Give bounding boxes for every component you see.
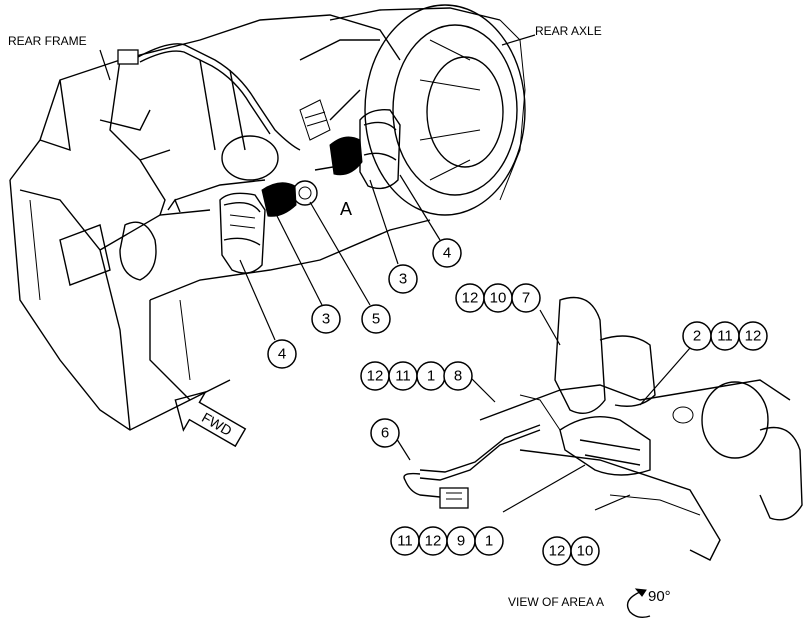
rotation-label: 90° [648,588,671,605]
callout-6: 6 [370,418,400,448]
callout-3-upper: 3 [388,264,418,294]
rotation-arrowhead [634,588,647,597]
svg-text:12: 12 [425,533,442,550]
rear-axle-drawing [299,4,526,216]
svg-text:11: 11 [717,328,733,345]
rotation-arrow-icon [626,591,651,619]
leader-lines [99,34,691,513]
detail-view-drawing [403,296,803,561]
callout-group-12-10: 12 10 [542,536,600,566]
fwd-label: FWD [199,409,235,439]
callout-group-2-11-12: 2 11 12 [682,321,768,351]
callout-group-12-11-1-8: 12 11 1 8 [360,361,473,391]
rear-frame-drawing [9,14,431,431]
svg-text:1: 1 [427,368,435,385]
callout-4-left: 4 [267,339,297,369]
callout-5: 5 [361,304,391,334]
svg-text:11: 11 [395,368,411,385]
svg-text:12: 12 [462,290,479,307]
svg-text:3: 3 [322,311,330,328]
svg-text:7: 7 [522,290,530,307]
svg-text:12: 12 [367,368,384,385]
svg-text:4: 4 [443,245,451,262]
callout-3-lower: 3 [311,304,341,334]
right-lamp-assembly [314,109,401,190]
svg-text:2: 2 [693,328,701,345]
svg-text:12: 12 [549,543,566,560]
svg-text:12: 12 [745,328,762,345]
left-lamp-assembly [167,135,318,274]
harness-top [117,43,331,151]
svg-text:10: 10 [577,543,594,560]
area-a-marker: A [340,199,352,219]
svg-text:1: 1 [485,533,493,550]
rear-axle-label: REAR AXLE [535,24,602,38]
svg-text:6: 6 [381,425,389,442]
view-of-area-label: VIEW OF AREA A [508,595,605,609]
svg-text:3: 3 [399,271,407,288]
callout-4-right: 4 [432,238,462,268]
svg-text:9: 9 [457,533,465,550]
svg-text:5: 5 [372,311,380,328]
svg-text:10: 10 [490,290,507,307]
rear-frame-label: REAR FRAME [8,34,87,48]
fwd-arrow: FWD [174,390,247,448]
svg-text:8: 8 [454,368,462,385]
svg-text:11: 11 [397,533,413,550]
svg-text:4: 4 [278,346,286,363]
callout-group-12-10-7: 12 10 7 [455,283,541,313]
callout-group-11-12-9-1: 11 12 9 1 [390,526,504,556]
